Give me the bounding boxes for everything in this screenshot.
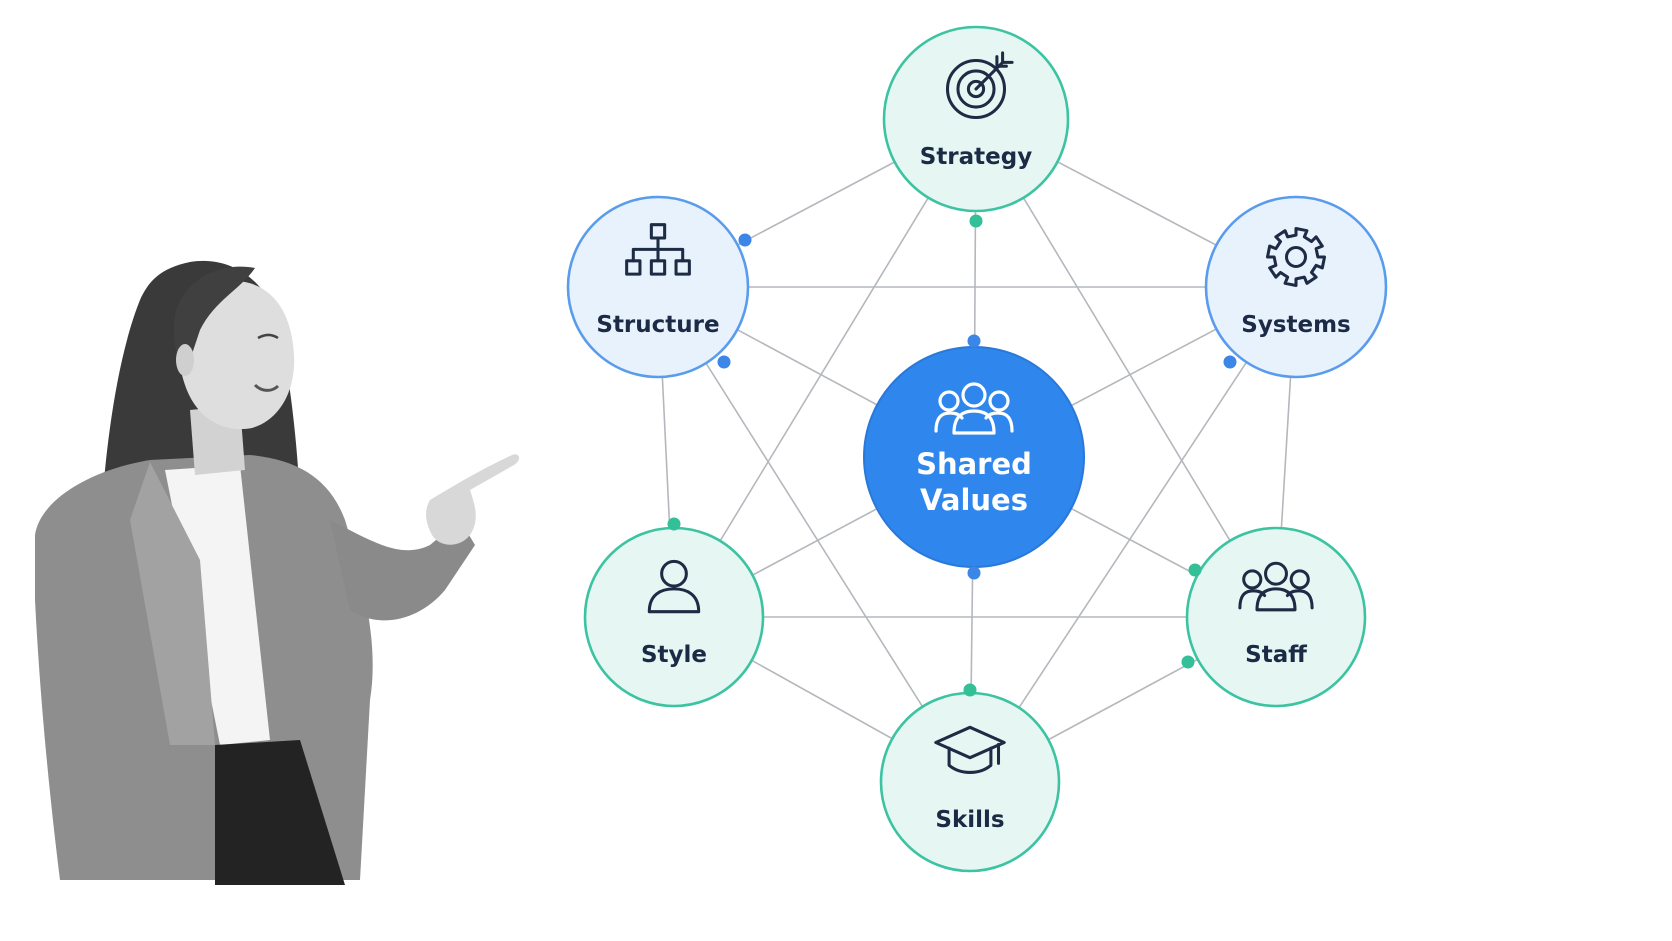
connector-dot <box>967 566 981 580</box>
center-label-line1: Shared <box>916 447 1032 481</box>
node-circle <box>879 691 1061 873</box>
graduation-cap-icon <box>934 725 1006 774</box>
node-style: Style <box>583 526 765 708</box>
node-label-style: Style <box>641 642 707 668</box>
center-label-line2: Values <box>920 483 1028 517</box>
node-circle <box>583 526 765 708</box>
target-icon <box>945 51 1014 120</box>
connector-dot <box>1181 655 1195 669</box>
node-label-strategy: Strategy <box>920 144 1032 170</box>
connector-dot <box>738 233 752 247</box>
connector-dots <box>667 214 1237 697</box>
node-label-systems: Systems <box>1241 312 1351 338</box>
connector-line-structure-skills <box>657 286 971 783</box>
connector-line-strategy-staff <box>975 118 1277 618</box>
gear-icon <box>1265 226 1327 288</box>
connector-dot <box>963 683 977 697</box>
node-circle <box>566 195 750 379</box>
node-systems: Systems <box>1204 195 1388 379</box>
node-label-structure: Structure <box>596 312 719 338</box>
node-strategy: Strategy <box>882 25 1070 213</box>
connector-dot <box>969 214 983 228</box>
presenter-illustration <box>35 260 520 885</box>
connector-dot <box>717 355 731 369</box>
node-structure: Structure <box>566 195 750 379</box>
node-circle <box>1185 526 1367 708</box>
connector-dot <box>1188 563 1202 577</box>
node-label-skills: Skills <box>935 807 1004 833</box>
connector-line-systems-skills <box>969 286 1297 783</box>
connector-dot <box>967 334 981 348</box>
connector-dot <box>1223 355 1237 369</box>
group-icon <box>934 382 1014 435</box>
node-label-staff: Staff <box>1245 642 1307 668</box>
node-staff: Staff <box>1185 526 1367 708</box>
connector-line-strategy-style <box>673 118 977 618</box>
node-skills: Skills <box>879 691 1061 873</box>
team-icon <box>1238 561 1314 612</box>
org-chart-icon <box>625 223 691 276</box>
user-icon <box>647 559 701 614</box>
connector-dot <box>667 517 681 531</box>
